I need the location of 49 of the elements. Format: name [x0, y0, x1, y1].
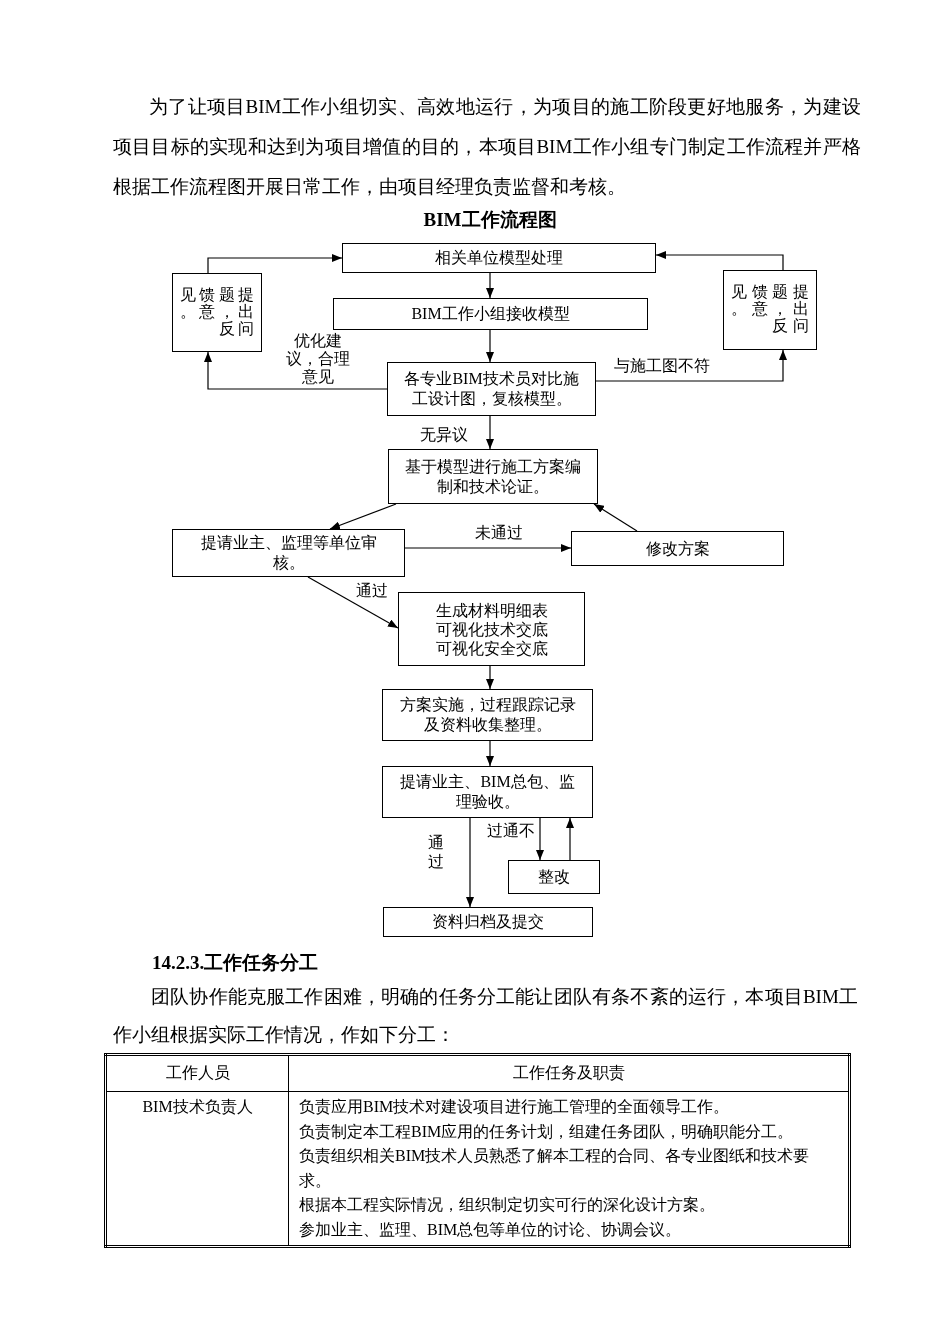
duty-text: 负责应用BIM技术对建设项目进行施工管理的全面领导工作。 — [299, 1097, 731, 1117]
edge-label: 通过 — [355, 582, 389, 600]
edge-label: 无异议 — [419, 426, 469, 444]
process-box: 修改方案 — [571, 531, 784, 566]
edge-label: 通过 — [426, 833, 446, 871]
process-box: BIM工作小组接收模型 — [333, 298, 648, 330]
process-box: 相关单位模型处理 — [342, 243, 656, 273]
process-box: 资料归档及提交 — [383, 907, 593, 937]
box-text: 可视化技术交底 — [435, 619, 548, 639]
edge-label: 未通过 — [474, 524, 524, 542]
arrow — [404, 544, 572, 552]
duty-text: 负责组织相关BIM技术人员熟悉了解本工程的合同、各专业图纸和技术要求。 — [299, 1146, 811, 1191]
body-paragraph: 为了让项目BIM工作小组切实、高效地运行，为项目的施工阶段更好地服务，为建设项目目标的实现和达到为项目增值的目的，本项目BIM工作小组专门制定工作流程并严格根据工作流程图开展日常工作，由项目经理负责监督和考核。 — [113, 95, 861, 199]
arrow — [593, 503, 638, 532]
arrow — [486, 415, 494, 450]
body-paragraph: 团队协作能克服工作困难，明确的任务分工能让团队有条不紊的运行，本项目BIM工作小组根据实际工作情况，作如下分工： — [113, 985, 858, 1047]
process-box — [398, 592, 585, 666]
duty-text: 负责制定本工程BIM应用的任务计划，组建任务团队，明确职能分工。 — [299, 1121, 795, 1142]
process-box: 提出问题，反馈意见。 — [172, 273, 262, 352]
process-box: 基于模型进行施工方案编制和技术论证。 — [388, 449, 598, 504]
diagram-title: BIM工作流程图 — [423, 208, 557, 232]
edge-label: 过通不 — [486, 822, 536, 840]
arrow — [536, 817, 544, 861]
process-box: 方案实施，过程跟踪记录及资料收集整理。 — [382, 689, 593, 741]
arrow — [486, 272, 494, 299]
edge-label: 与施工图不符 — [613, 357, 711, 375]
arrow — [486, 665, 494, 690]
section-heading: 14.2.3.工作任务分工 — [152, 951, 319, 975]
process-box: 各专业BIM技术员对比施工设计图，复核模型。 — [387, 362, 596, 416]
arrow — [207, 254, 343, 274]
process-box: 提请业主、监理等单位审核。 — [172, 529, 405, 577]
arrow — [566, 817, 574, 861]
arrow — [204, 351, 388, 390]
arrow — [486, 740, 494, 767]
arrow — [655, 251, 784, 271]
arrow — [466, 817, 474, 908]
duty-text: 参加业主、监理、BIM总包等单位的讨论、协调会议。 — [299, 1219, 683, 1240]
process-box: 提出问题，反馈意见。 — [723, 270, 817, 350]
arrow — [486, 329, 494, 363]
duty-text: 根据本工程实际情况，组织制定切实可行的深化设计方案。 — [299, 1195, 716, 1215]
arrow — [329, 503, 397, 530]
edge-label: 优化建议，合理意见 — [283, 332, 353, 386]
column-header: 工作人员 — [105, 1054, 289, 1092]
box-text: 生成材料明细表 — [435, 600, 548, 620]
arrow — [595, 349, 787, 382]
box-text: 可视化安全交底 — [435, 638, 548, 658]
process-box: 提请业主、BIM总包、监理验收。 — [382, 766, 593, 818]
process-box: 整改 — [508, 860, 600, 894]
arrow — [307, 576, 399, 629]
